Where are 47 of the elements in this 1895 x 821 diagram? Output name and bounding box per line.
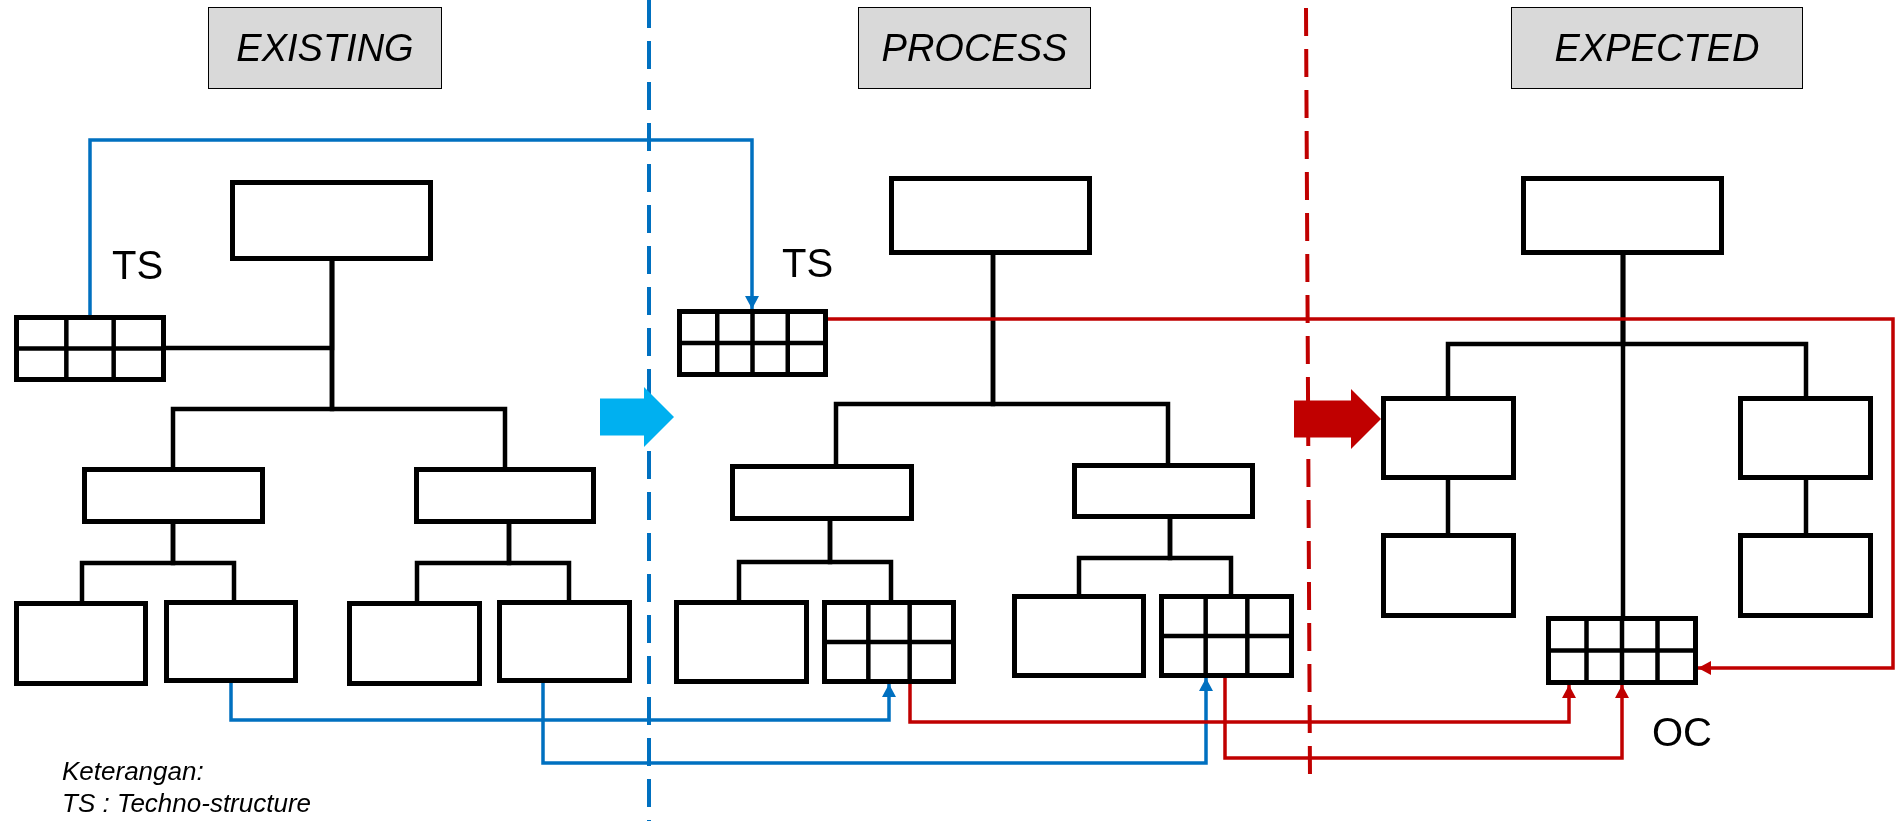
org-box — [730, 464, 914, 521]
org-box — [1381, 533, 1516, 618]
connector-line — [1620, 255, 1626, 616]
connector-line — [827, 521, 894, 600]
connector-line — [170, 524, 237, 600]
grid-box — [14, 315, 166, 382]
section-heading: EXPECTED — [1511, 7, 1803, 89]
arrow — [908, 684, 1576, 724]
block-arrow — [1294, 389, 1381, 449]
connector-line — [506, 524, 572, 600]
arrow — [541, 678, 1213, 765]
org-box — [230, 180, 433, 261]
grid-box — [677, 309, 828, 377]
section-heading: EXISTING — [208, 7, 442, 89]
grid-box — [1546, 616, 1698, 685]
org-box — [1012, 594, 1146, 678]
arrow — [229, 683, 896, 722]
org-box — [414, 467, 596, 524]
connector-line — [1167, 519, 1234, 594]
abbreviation-label: TS — [112, 245, 164, 285]
note-text: Keterangan: — [62, 758, 204, 784]
org-box — [347, 601, 482, 686]
org-box — [1738, 396, 1873, 480]
org-box — [1072, 463, 1255, 519]
org-box — [1521, 176, 1724, 255]
connector-line — [1445, 480, 1451, 533]
org-box — [164, 600, 298, 683]
abbreviation-label: OC — [1652, 712, 1712, 752]
arrow — [828, 317, 1895, 675]
arrow — [88, 138, 759, 315]
grid-box — [822, 600, 956, 684]
org-box — [1381, 396, 1516, 480]
org-box — [14, 601, 148, 686]
org-box — [674, 600, 809, 684]
block-arrow — [600, 387, 674, 447]
connector-line — [329, 261, 508, 467]
arrow — [1223, 678, 1629, 760]
note-text: TS : Techno-structure — [62, 790, 312, 816]
grid-box — [1159, 594, 1294, 678]
org-box — [1738, 533, 1873, 618]
connector-line — [990, 255, 1171, 463]
connector-line — [1803, 480, 1809, 533]
org-box — [889, 176, 1092, 255]
org-box — [82, 467, 265, 524]
abbreviation-label: TS — [782, 243, 834, 283]
section-heading: PROCESS — [858, 7, 1091, 89]
org-box — [497, 600, 632, 683]
